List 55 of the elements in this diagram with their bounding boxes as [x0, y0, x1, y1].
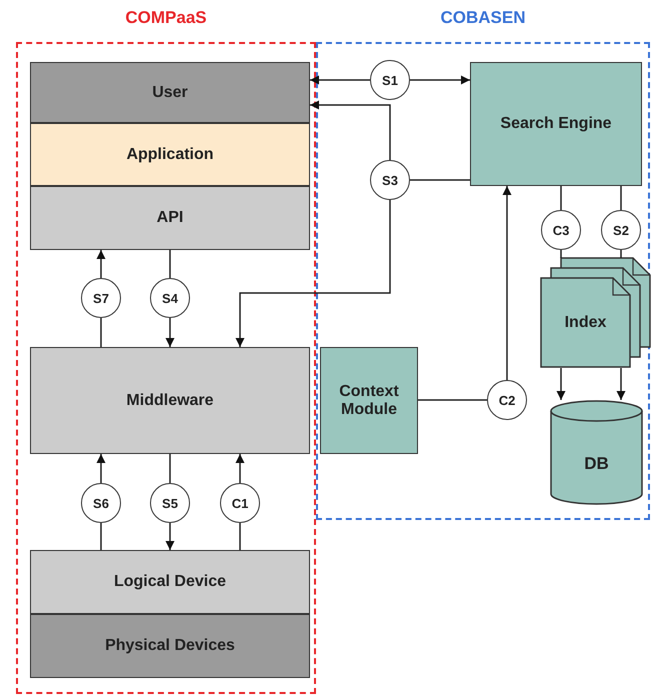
- connector-line: [169, 250, 171, 278]
- connector-line: [100, 523, 102, 550]
- connector-line: [169, 454, 171, 483]
- region-heading: COBASEN: [440, 8, 526, 27]
- region-heading: COMPaaS: [125, 8, 207, 27]
- signal-label: C3: [552, 222, 570, 238]
- connector-line: [620, 250, 622, 258]
- signal-circle: [220, 483, 260, 523]
- connector-line: [410, 179, 470, 181]
- signal-circle: [601, 210, 641, 250]
- signal-circle: [541, 210, 581, 250]
- signal-label: S4: [162, 290, 178, 306]
- signal-circle: [487, 380, 527, 420]
- signal-circle: [370, 160, 410, 200]
- connector-line: [418, 399, 487, 401]
- arrow: [410, 76, 470, 84]
- signal-label: S3: [382, 172, 398, 188]
- signal-label: S2: [613, 222, 629, 238]
- connector-line: [239, 523, 241, 550]
- layer-box: Application: [30, 123, 310, 186]
- signal-label: C2: [498, 392, 516, 408]
- node-label: Index: [564, 314, 606, 332]
- arrow: [502, 186, 512, 380]
- signal-circle: [150, 278, 190, 318]
- arrow: [310, 100, 391, 160]
- arrow: [166, 318, 174, 347]
- connector-line: [620, 186, 622, 210]
- layer-box: User: [30, 62, 310, 123]
- layer-box: Physical Devices: [30, 614, 310, 678]
- component-box: Context Module: [320, 347, 418, 454]
- connector-line: [100, 318, 102, 347]
- connector-line: [560, 250, 562, 258]
- arrow: [166, 523, 174, 550]
- layer-box: Middleware: [30, 347, 310, 454]
- arrow: [96, 454, 106, 483]
- component-box: Search Engine: [470, 62, 642, 186]
- node-label: DB: [584, 454, 609, 474]
- signal-label: C1: [232, 496, 248, 510]
- arrow: [236, 454, 244, 483]
- signal-circle: [81, 278, 121, 318]
- signal-circle: [81, 483, 121, 523]
- layer-box: API: [30, 186, 310, 250]
- signal-label: S7: [93, 290, 109, 306]
- layer-box: Logical Device: [30, 550, 310, 614]
- signal-label: S5: [162, 496, 178, 510]
- arrow: [310, 76, 370, 84]
- connector-line: [560, 186, 562, 210]
- signal-label: S6: [93, 496, 109, 510]
- arrow: [236, 200, 391, 347]
- arrow: [556, 368, 566, 400]
- signal-label: S1: [382, 72, 398, 88]
- arrow: [616, 368, 626, 400]
- signal-circle: [370, 60, 410, 100]
- arrow: [96, 250, 106, 278]
- signal-circle: [150, 483, 190, 523]
